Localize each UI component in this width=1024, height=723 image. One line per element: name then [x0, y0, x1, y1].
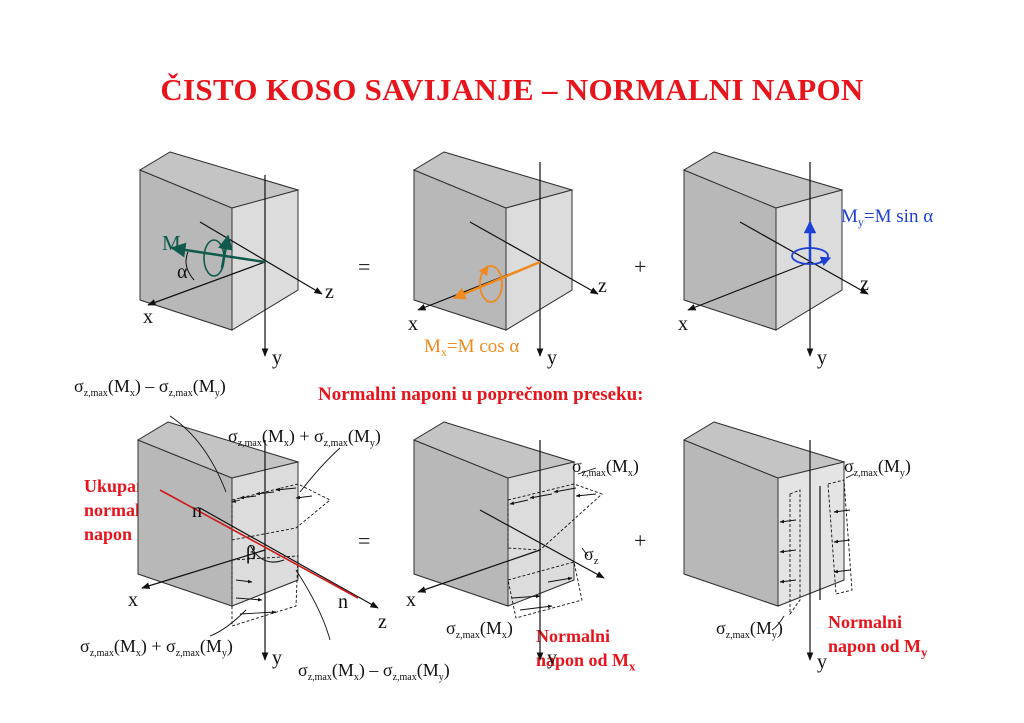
- y-axis-label-6: y: [817, 651, 827, 673]
- cross-section-subtitle: Normalni naponi u poprečnom preseku:: [318, 384, 644, 405]
- x-axis-label-3: x: [678, 313, 688, 335]
- y-axis-label-3: y: [817, 347, 827, 369]
- sigma-mx-top: σz,max(Mx): [572, 456, 639, 479]
- beam-block-bottom-2: [412, 421, 576, 607]
- stress-from-mx-label: Normalni napon od Mx: [536, 626, 636, 674]
- beam-block-bottom-1: [136, 421, 300, 607]
- plus-sign-top: +: [634, 254, 647, 279]
- axes-bottom-1: [141, 440, 379, 661]
- sigma-expr-bottom-left: σz,max(Mx) + σz,max(My): [80, 636, 233, 659]
- sigma-z-label: σz: [584, 544, 599, 567]
- sigma-expr-bottom-right: σz,max(Mx) – σz,max(My): [298, 660, 450, 683]
- stress-diagram-total: [231, 483, 331, 627]
- beam-block-top-2: [412, 151, 574, 331]
- z-axis-label-3: z: [860, 273, 869, 295]
- y-axis-label-5: y: [547, 647, 557, 669]
- sigma-expr-top-left: σz,max(Mx) – σz,max(My): [74, 376, 226, 399]
- z-axis-label-2: z: [598, 275, 607, 297]
- page-title: ČISTO KOSO SAVIJANJE – NORMALNI NAPON: [160, 72, 864, 107]
- sigma-mx-bottom: σz,max(Mx): [446, 618, 513, 641]
- x-axis-label-4: x: [128, 589, 138, 611]
- y-axis-label-4: y: [272, 647, 282, 669]
- n-label-bottom: n: [338, 591, 348, 613]
- beam-block-bottom-3: [682, 421, 846, 607]
- n-label-top: n: [192, 500, 202, 522]
- y-axis-label-1: y: [272, 347, 282, 369]
- x-axis-label-2: x: [408, 313, 418, 335]
- plus-sign-bottom: +: [634, 528, 647, 553]
- mx-label: Mx=M cos α: [424, 336, 519, 359]
- my-label: My=M sin α: [841, 206, 933, 229]
- moment-vector: [170, 234, 266, 281]
- my-moment-vector: [791, 220, 831, 266]
- stress-diagram-mx: [507, 483, 603, 619]
- total-stress-label: Ukupan normalni napon: [84, 476, 156, 544]
- equals-sign-top: =: [358, 254, 371, 279]
- neutral-axis-line: [159, 415, 359, 641]
- stress-from-my-label: Normalni napon od My: [828, 612, 928, 660]
- x-axis-label-5: x: [406, 589, 416, 611]
- y-axis-label-2: y: [547, 347, 557, 369]
- z-axis-label-1: z: [325, 281, 334, 303]
- axes-bottom-2: [417, 440, 605, 661]
- alpha-label: α: [177, 261, 188, 283]
- moment-label: M: [162, 231, 181, 255]
- equals-sign-bottom: =: [358, 528, 371, 553]
- sigma-my-bottom: σz,max(My): [716, 618, 783, 641]
- sigma-my-top: σz,max(My): [844, 456, 911, 479]
- axes-top-1: [147, 175, 323, 357]
- beta-label: β: [246, 542, 256, 564]
- x-axis-label-1: x: [143, 306, 153, 328]
- z-axis-label-4: z: [378, 611, 387, 633]
- beam-block-top-3: [682, 151, 844, 331]
- mx-moment-vector: [452, 260, 541, 303]
- sigma-expr-top-right: σz,max(Mx) + σz,max(My): [228, 426, 381, 449]
- axes-bottom-3: [806, 440, 821, 661]
- stress-diagram-my: [771, 473, 855, 631]
